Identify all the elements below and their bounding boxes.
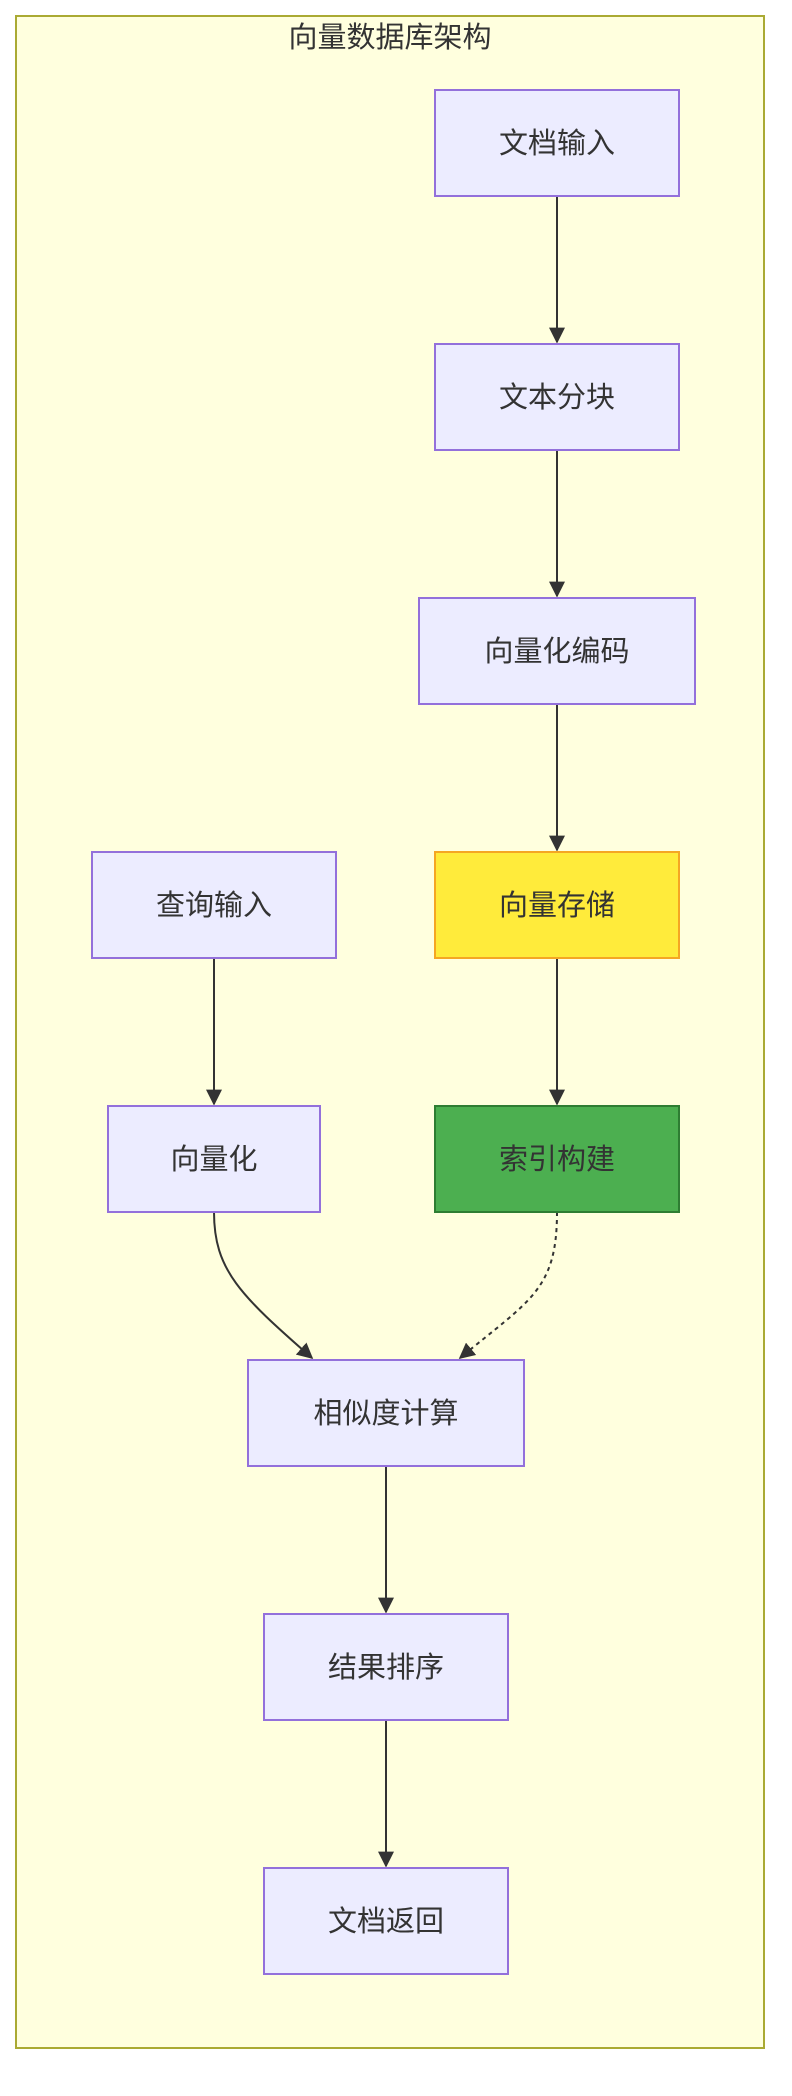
node-similarity[interactable]: 相似度计算 [247,1359,525,1467]
cluster-title: 向量数据库架构 [288,20,491,54]
node-doc-return[interactable]: 文档返回 [263,1867,509,1975]
node-text-chunk[interactable]: 文本分块 [434,343,680,451]
node-label: 相似度计算 [313,1396,458,1430]
node-box [91,851,337,959]
node-doc-input[interactable]: 文档输入 [434,89,680,197]
node-box [107,1105,321,1213]
node-box [434,1105,680,1213]
node-vector-store[interactable]: 向量存储 [434,851,680,959]
node-label: 索引构建 [499,1142,615,1176]
node-box [434,343,680,451]
node-vector-encode[interactable]: 向量化编码 [418,597,696,705]
node-box [418,597,696,705]
edges [206,196,565,1868]
node-box [247,1359,525,1467]
edge-index-build-to-similarity [458,1211,558,1360]
node-vectorize[interactable]: 向量化 [107,1105,321,1213]
node-rank[interactable]: 结果排序 [263,1613,509,1721]
node-index-build[interactable]: 索引构建 [434,1105,680,1213]
node-label: 文档返回 [328,1904,444,1938]
edge-vectorize-to-similarity [213,1211,314,1360]
node-box [434,851,680,959]
cluster-vector-db-architecture: 向量数据库架构 [15,15,765,2049]
node-box [263,1613,509,1721]
node-query-input[interactable]: 查询输入 [91,851,337,959]
cluster-box [15,15,765,2049]
node-label: 结果排序 [328,1650,444,1684]
node-label: 文档输入 [499,126,615,160]
node-label: 向量化 [170,1142,257,1176]
node-box [434,89,680,197]
node-label: 向量化编码 [484,634,629,668]
node-label: 向量存储 [499,888,615,922]
node-label: 查询输入 [156,888,272,922]
node-label: 文本分块 [499,380,615,414]
node-box [263,1867,509,1975]
